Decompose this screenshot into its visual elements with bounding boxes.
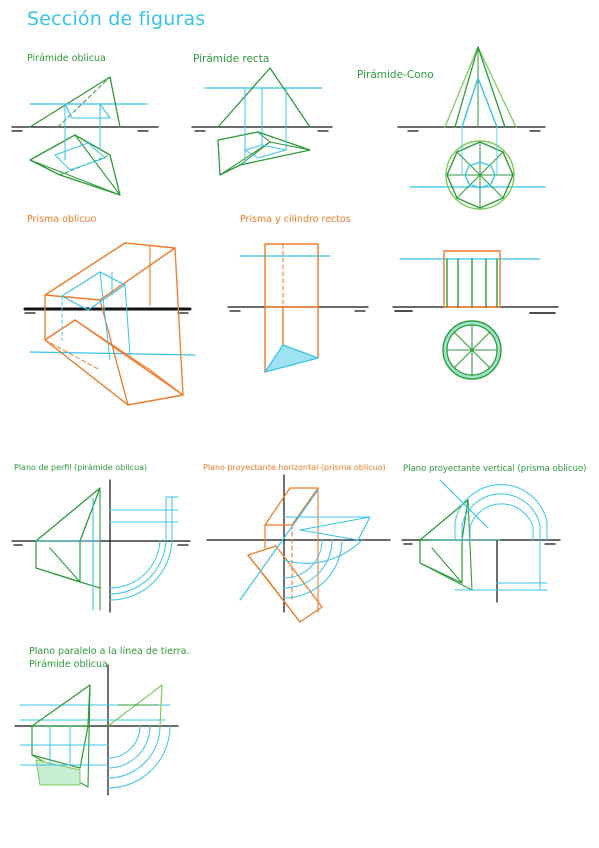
label-plano-proyectante-vertical: Plano proyectante vertical (prisma oblic… xyxy=(403,464,587,474)
page-title: Sección de figuras xyxy=(27,8,206,30)
fig-piramide-oblicua xyxy=(11,76,159,196)
fig-plano-proyectante-horizontal xyxy=(206,474,391,623)
fig-plano-paralelo xyxy=(14,664,179,796)
label-prisma-oblicuo: Prisma oblicuo xyxy=(27,214,97,225)
label-plano-paralelo-linea: Plano paralelo a la línea de tierra. xyxy=(29,646,190,657)
label-piramide-oblicua: Pirámide oblicua xyxy=(27,53,106,64)
fig-plano-proyectante-vertical xyxy=(401,479,561,603)
fig-piramide-cono xyxy=(397,46,546,210)
label-plano-proyectante-horizontal: Plano proyectante horizontal (prisma obl… xyxy=(203,463,386,472)
label-piramide-cono: Pirámide-Cono xyxy=(357,69,434,81)
fig-prisma-recto xyxy=(227,243,369,373)
fig-piramide-recta xyxy=(191,67,333,176)
label-plano-paralelo-piramide: Pirámide oblicua xyxy=(29,659,108,670)
fig-cilindro-recto xyxy=(392,250,559,380)
label-piramide-recta: Pirámide recta xyxy=(193,53,270,65)
fig-prisma-oblicuo xyxy=(23,242,196,406)
label-plano-perfil: Plano de perfil (pirámide oblicua) xyxy=(14,463,148,472)
label-prisma-cilindro: Prisma y cilindro rectos xyxy=(240,214,351,225)
fig-plano-perfil xyxy=(11,479,191,613)
